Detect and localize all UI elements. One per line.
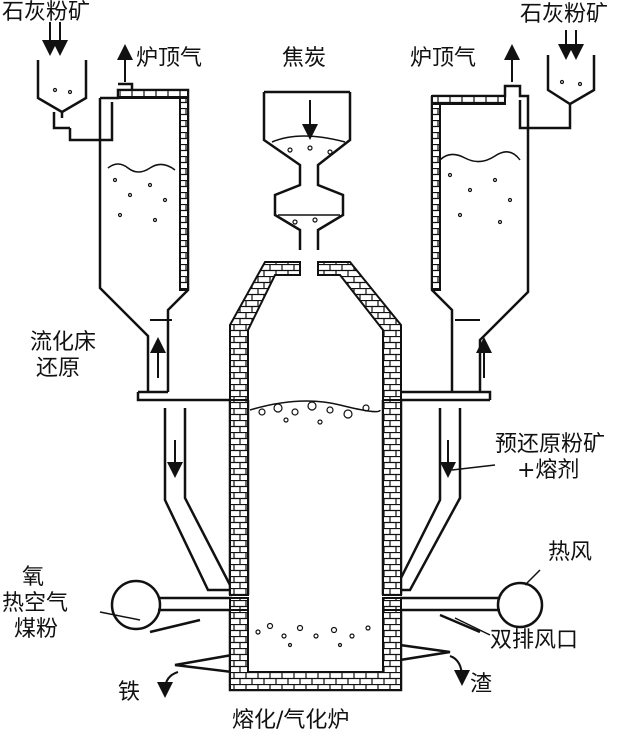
hearth-char-bed <box>255 622 371 648</box>
coke-bed <box>258 401 370 425</box>
right-lining-stub <box>382 597 402 611</box>
coke-hopper <box>262 90 352 250</box>
slag-taphole <box>398 643 451 662</box>
right-reactor-wall <box>431 95 441 291</box>
label-fluidized-bed-line1: 流化床 <box>30 330 97 355</box>
iron-arrow <box>157 671 179 698</box>
label-oxygen-inputs: 氧 热空气 煤粉 <box>2 565 68 643</box>
label-fluidized-bed-line2: 还原 <box>36 356 81 381</box>
left-reactor-top <box>117 89 189 99</box>
right-wall-bricks <box>382 399 402 596</box>
left-wall-bricks <box>229 399 249 596</box>
label-coal-powder: 煤粉 <box>14 617 59 642</box>
label-prereduced-line2: +熔剂 <box>517 458 580 483</box>
label-top-gas-right: 炉顶气 <box>410 46 477 71</box>
right-ore-hopper <box>518 55 596 130</box>
label-fluidized-bed-reduction: 流化床 还原 <box>30 330 96 382</box>
oxygen-leader <box>99 611 141 621</box>
hot-blast-leader <box>524 569 541 586</box>
double-tuyere-leader <box>454 617 491 636</box>
label-prereduced-ore: 预还原粉矿 +熔剂 <box>495 432 605 484</box>
right-fluid-bed <box>447 172 513 225</box>
left-lining-stub <box>229 597 249 611</box>
transfer-pipes <box>136 310 492 592</box>
left-fluid-bed <box>112 177 168 223</box>
label-melter-gasifier: 熔化/气化炉 <box>232 708 350 733</box>
melter-gasifier-shell <box>228 400 403 692</box>
left-reactor-wall <box>179 89 189 291</box>
label-prereduced-line1: 预还原粉矿 <box>495 432 606 457</box>
label-coke: 焦炭 <box>282 46 327 71</box>
label-hot-air: 热空气 <box>2 591 69 616</box>
iron-taphole <box>174 653 234 674</box>
label-double-tuyere: 双排风口 <box>490 628 579 653</box>
left-ore-hopper <box>36 60 114 142</box>
right-tuyeres <box>400 596 500 634</box>
hearth-bricks <box>229 609 402 691</box>
label-oxygen: 氧 <box>22 565 45 590</box>
hopper-ore <box>52 79 583 225</box>
right-brick-lining <box>317 261 402 401</box>
left-brick-lining <box>229 261 301 401</box>
slag-arrow <box>449 655 470 686</box>
label-lime-ore-left: 石灰粉矿 <box>2 0 91 25</box>
label-slag: 渣 <box>470 672 493 697</box>
right-reactor-top <box>431 95 506 105</box>
left-bustle-ring <box>110 579 162 631</box>
label-hot-blast: 热风 <box>548 540 593 565</box>
prereduced-leader <box>451 464 496 471</box>
label-iron: 铁 <box>118 680 141 705</box>
right-bustle-ring <box>496 581 544 629</box>
left-tuyeres <box>149 596 232 634</box>
label-top-gas-left: 炉顶气 <box>136 46 203 71</box>
label-lime-ore-right: 石灰粉矿 <box>520 2 609 27</box>
